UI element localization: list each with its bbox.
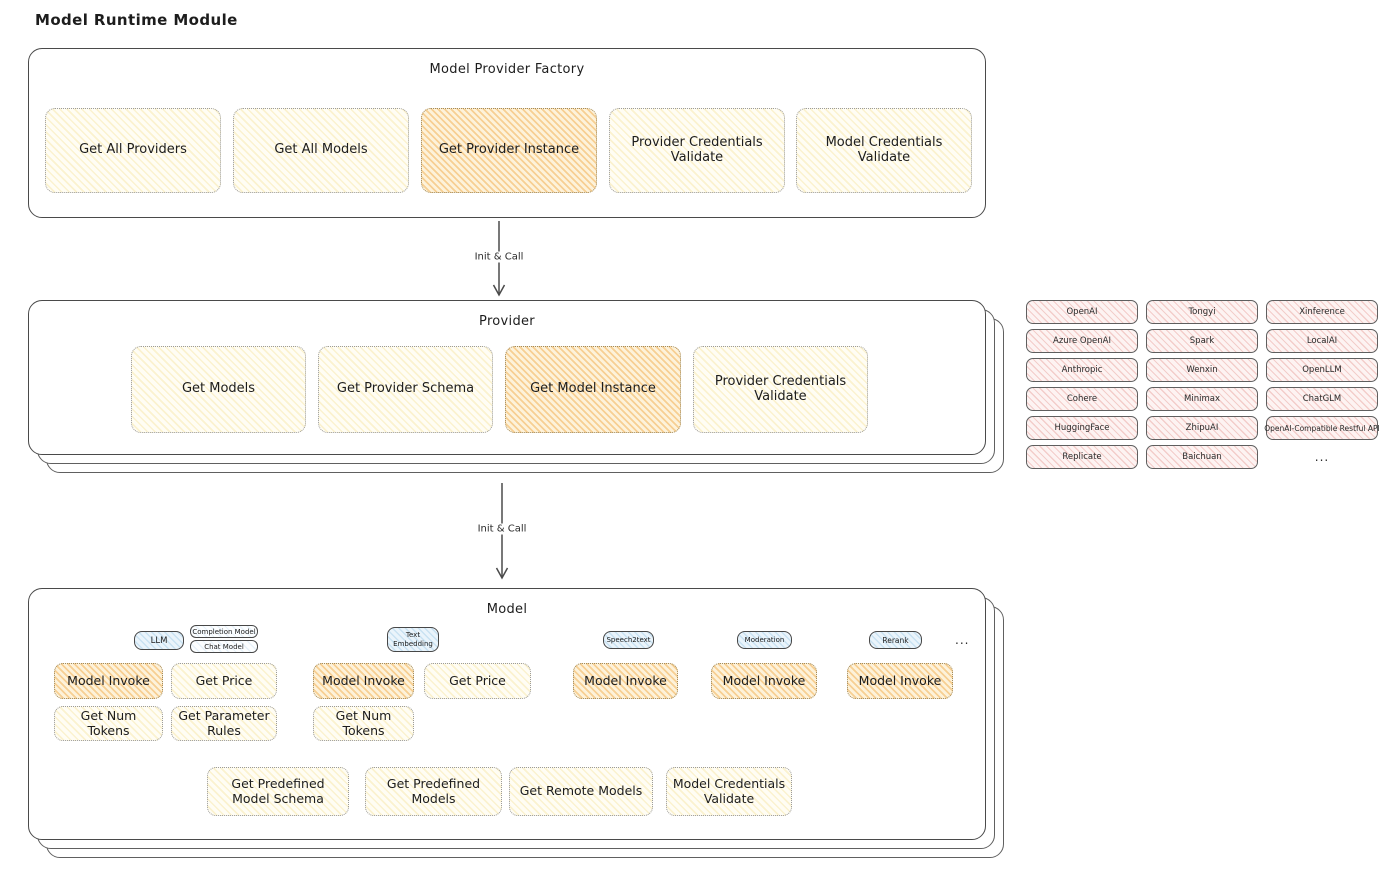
provider-credentials-validate: Provider Credentials Validate: [693, 346, 868, 433]
model-title: Model: [486, 602, 528, 617]
tab-text-embedding: Text Embedding: [387, 627, 439, 652]
provider-title: Provider: [479, 314, 535, 329]
provider-chip-localai: LocalAI: [1266, 329, 1378, 353]
factory-title: Model Provider Factory: [429, 62, 585, 77]
provider-chip-baichuan: Baichuan: [1146, 445, 1258, 469]
provider-chip-spark: Spark: [1146, 329, 1258, 353]
provider-chip-chatglm: ChatGLM: [1266, 387, 1378, 411]
tab-speech2text: Speech2text: [603, 631, 654, 649]
provider-chip-cohere: Cohere: [1026, 387, 1138, 411]
provider-chip-wenxin: Wenxin: [1146, 358, 1258, 382]
factory-get-provider-instance: Get Provider Instance: [421, 108, 597, 193]
model-speech2text-invoke: Model Invoke: [573, 663, 678, 699]
model-llm-get-parameter-rules: Get Parameter Rules: [171, 706, 277, 741]
model-get-predefined-models: Get Predefined Models: [365, 767, 502, 816]
model-stack: Model LLM Completion Model Chat Model Te…: [28, 588, 1004, 858]
provider-get-models: Get Models: [131, 346, 306, 433]
model-text-embedding-invoke: Model Invoke: [313, 663, 414, 699]
provider-chip-azure-openai: Azure OpenAI: [1026, 329, 1138, 353]
provider-chip-anthropic: Anthropic: [1026, 358, 1138, 382]
provider-chip-replicate: Replicate: [1026, 445, 1138, 469]
model-panel: Model LLM Completion Model Chat Model Te…: [28, 588, 986, 840]
provider-get-provider-schema: Get Provider Schema: [318, 346, 493, 433]
tab-chat-model: Chat Model: [190, 640, 258, 653]
provider-chip-zhipuai: ZhipuAI: [1146, 416, 1258, 440]
model-text-embedding-get-price: Get Price: [424, 663, 531, 699]
provider-stack: Provider Get Models Get Provider Schema …: [28, 300, 1004, 473]
tabs-more-ellipsis: ...: [955, 633, 970, 647]
provider-panel: Provider Get Models Get Provider Schema …: [28, 300, 986, 455]
page-title: Model Runtime Module: [35, 11, 238, 29]
model-text-embedding-get-num-tokens: Get Num Tokens: [313, 706, 414, 741]
tab-completion-model: Completion Model: [190, 625, 258, 638]
model-llm-get-price: Get Price: [171, 663, 277, 699]
tab-rerank: Rerank: [869, 631, 922, 649]
provider-catalog: OpenAI Tongyi Xinference Azure OpenAI Sp…: [1026, 300, 1380, 470]
model-get-remote-models: Get Remote Models: [509, 767, 653, 816]
provider-get-model-instance: Get Model Instance: [505, 346, 681, 433]
init-call-label-bottom: Init & Call: [473, 523, 531, 535]
model-llm-invoke: Model Invoke: [54, 663, 163, 699]
init-call-label-top: Init & Call: [470, 251, 528, 263]
provider-chip-minimax: Minimax: [1146, 387, 1258, 411]
provider-chip-tongyi: Tongyi: [1146, 300, 1258, 324]
model-credentials-validate: Model Credentials Validate: [666, 767, 792, 816]
factory-panel: Model Provider Factory Get All Providers…: [28, 48, 986, 218]
tab-moderation: Moderation: [737, 631, 792, 649]
model-moderation-invoke: Model Invoke: [711, 663, 817, 699]
factory-model-credentials-validate: Model Credentials Validate: [796, 108, 972, 193]
provider-chip-openai-compatible-restful-api: OpenAI-Compatible Restful API: [1264, 416, 1380, 440]
provider-catalog-more-ellipsis: ...: [1314, 450, 1330, 464]
factory-provider-credentials-validate: Provider Credentials Validate: [609, 108, 785, 193]
provider-chip-xinference: Xinference: [1266, 300, 1378, 324]
model-rerank-invoke: Model Invoke: [847, 663, 953, 699]
model-llm-get-num-tokens: Get Num Tokens: [54, 706, 163, 741]
tab-llm: LLM: [134, 631, 184, 650]
model-get-predefined-model-schema: Get Predefined Model Schema: [207, 767, 349, 816]
provider-chip-huggingface: HuggingFace: [1026, 416, 1138, 440]
factory-get-all-models: Get All Models: [233, 108, 409, 193]
provider-chip-openai: OpenAI: [1026, 300, 1138, 324]
factory-get-all-providers: Get All Providers: [45, 108, 221, 193]
provider-chip-openllm: OpenLLM: [1266, 358, 1378, 382]
